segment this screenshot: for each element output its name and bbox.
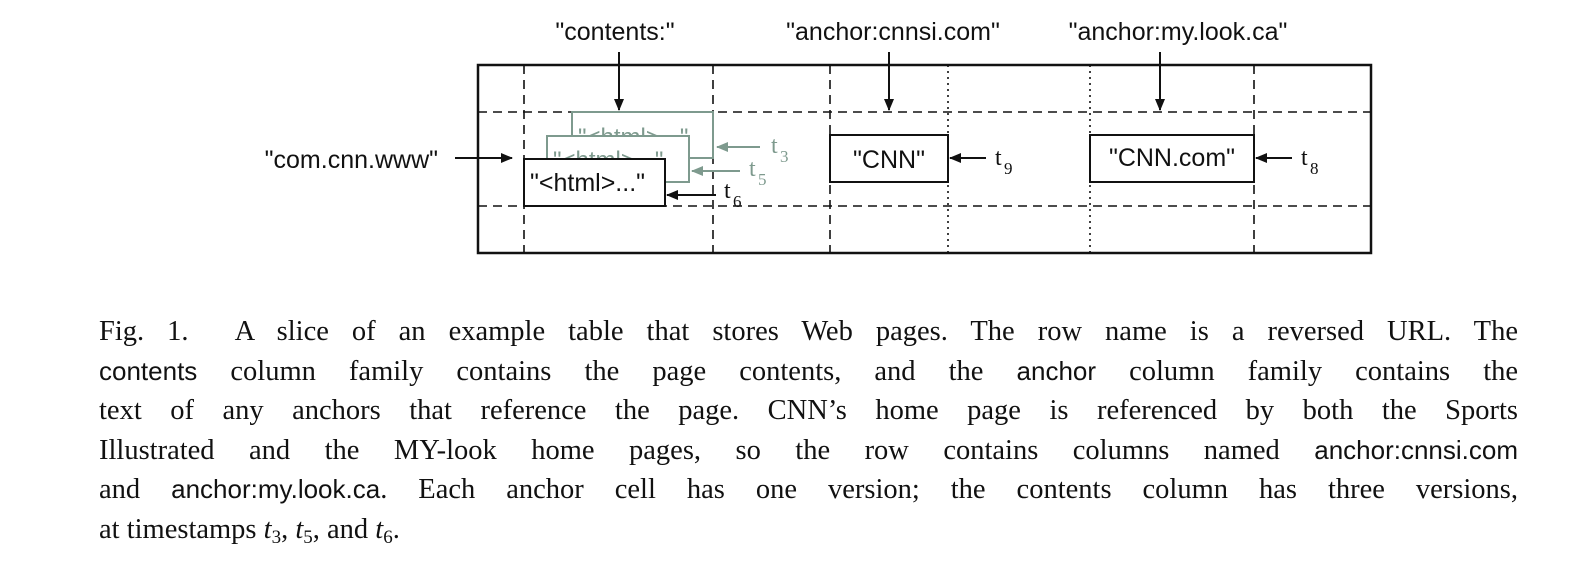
caption-text: column family contains the <box>1129 355 1519 387</box>
caption-timestamp-t6: t6 <box>375 513 393 548</box>
caption-term-anchor-cnnsi: anchor:cnnsi.com <box>1314 434 1519 465</box>
caption-text: at timestamps <box>99 513 257 545</box>
svg-text:t: t <box>749 156 756 182</box>
svg-text:t: t <box>771 133 778 159</box>
svg-text:"CNN": "CNN" <box>853 146 925 174</box>
bigtable-diagram: "contents:" "anchor:cnnsi.com" "anchor:m… <box>265 18 1373 255</box>
caption-text: A slice of an example table that stores … <box>234 316 1518 347</box>
row-label: "com.cnn.www" <box>265 146 438 174</box>
caption-figure-number: Fig. 1. <box>99 316 189 347</box>
caption-text: column family contains the page contents… <box>230 355 984 387</box>
svg-text:5: 5 <box>758 170 767 189</box>
svg-text:t: t <box>1301 145 1308 171</box>
caption-line: text of any anchors that reference the p… <box>99 391 1518 431</box>
caption-term-anchor-mylook: anchor:my.look.ca <box>171 474 381 504</box>
caption-line: Fig. 1. A slice of an example table that… <box>99 312 1518 352</box>
caption-term-anchor: anchor <box>1016 355 1097 386</box>
caption-line: contents column family contains the page… <box>99 352 1518 392</box>
figure-caption: Fig. 1. A slice of an example table that… <box>99 312 1518 557</box>
caption-line: Illustrated and the MY-look home pages, … <box>99 431 1518 471</box>
caption-timestamp-t3: t3 <box>263 513 282 548</box>
caption-text: text of any anchors that reference the p… <box>99 395 1518 426</box>
caption-term-contents: contents <box>99 355 198 386</box>
caption-timestamp-t5: t5 <box>295 513 313 548</box>
column-label-anchor-mylook: "anchor:my.look.ca" <box>1069 18 1288 46</box>
column-label-anchor-cnnsi: "anchor:cnnsi.com" <box>786 18 1000 46</box>
caption-line: at timestamps t3, t5, and t6. <box>99 513 400 548</box>
svg-text:3: 3 <box>780 147 789 166</box>
caption-line: and anchor:my.look.ca. Each anchor cell … <box>99 470 1518 510</box>
caption-text: and <box>99 474 141 505</box>
svg-text:6: 6 <box>733 192 742 211</box>
svg-text:t: t <box>724 178 731 204</box>
column-label-contents: "contents:" <box>555 18 674 46</box>
anchor-cell-cnnsi: "CNN" t 9 <box>829 134 1013 183</box>
svg-text:"<html>...": "<html>..." <box>530 169 645 197</box>
anchor-cell-mylook: "CNN.com" t 8 <box>1089 134 1319 183</box>
caption-text: . Each anchor cell has one version; the … <box>380 474 1518 505</box>
caption-text: Illustrated and the MY-look home pages, … <box>99 434 1280 466</box>
svg-text:8: 8 <box>1310 159 1319 178</box>
svg-text:t: t <box>995 145 1002 171</box>
contents-version-t6: "<html>..." t 6 <box>523 158 742 211</box>
svg-text:"CNN.com": "CNN.com" <box>1109 144 1235 172</box>
svg-text:9: 9 <box>1004 159 1013 178</box>
